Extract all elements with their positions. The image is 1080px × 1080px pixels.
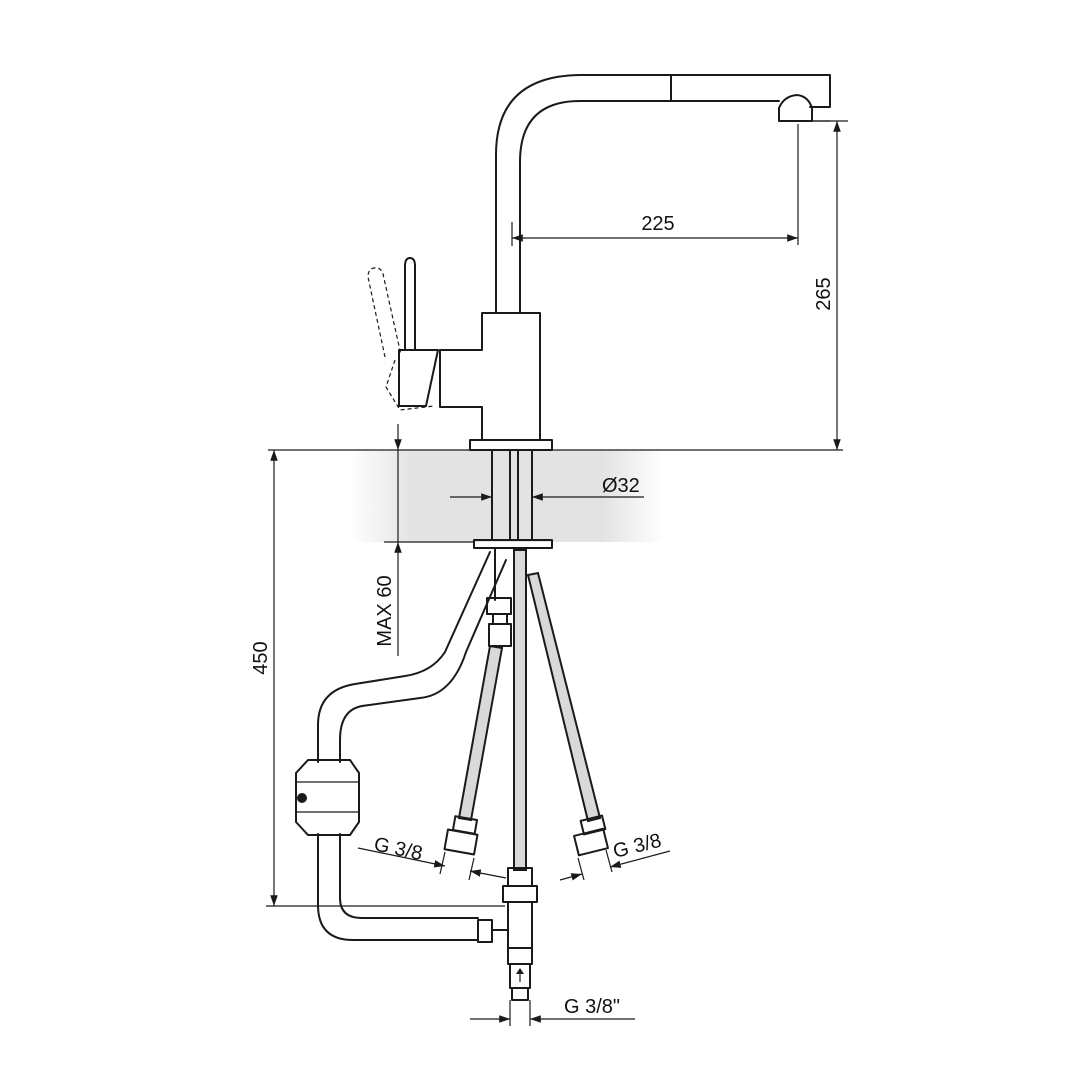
dimension-max-thickness: MAX 60: [374, 424, 474, 656]
dimension-spout-reach: 225: [511, 124, 799, 246]
hose-counterweight: [295, 759, 360, 836]
dimension-label-g38-right: G 3/8: [611, 830, 664, 863]
dimension-spout-height: 265: [812, 120, 848, 450]
dimension-label-g38-left: G 3/8: [372, 833, 424, 865]
dimension-label-max60: MAX 60: [374, 575, 396, 646]
dimension-label-450: 450: [250, 641, 272, 674]
dimension-label-225: 225: [641, 213, 674, 235]
supply-hose-left: [443, 644, 504, 856]
dimension-label-d32: Ø32: [602, 475, 640, 497]
mounting-shank: [473, 449, 553, 549]
faucet-body: [439, 74, 831, 451]
dimension-thread-inlet: G 3/8": [470, 996, 635, 1026]
lever-handle: [367, 257, 439, 411]
dimension-thread-left: G 3/8: [357, 833, 507, 881]
dimension-label-265: 265: [813, 277, 835, 310]
dimension-total-length: 450: [250, 450, 505, 907]
countertop-section: [350, 450, 665, 542]
supply-hose-right: [526, 571, 609, 857]
dimension-thread-right: G 3/8: [559, 830, 671, 881]
dimension-label-g38-inlet: G 3/8": [564, 996, 620, 1018]
supply-hose-center: [491, 549, 538, 1001]
dimension-diameter: Ø32: [450, 475, 644, 501]
pullout-hose: [317, 547, 512, 943]
